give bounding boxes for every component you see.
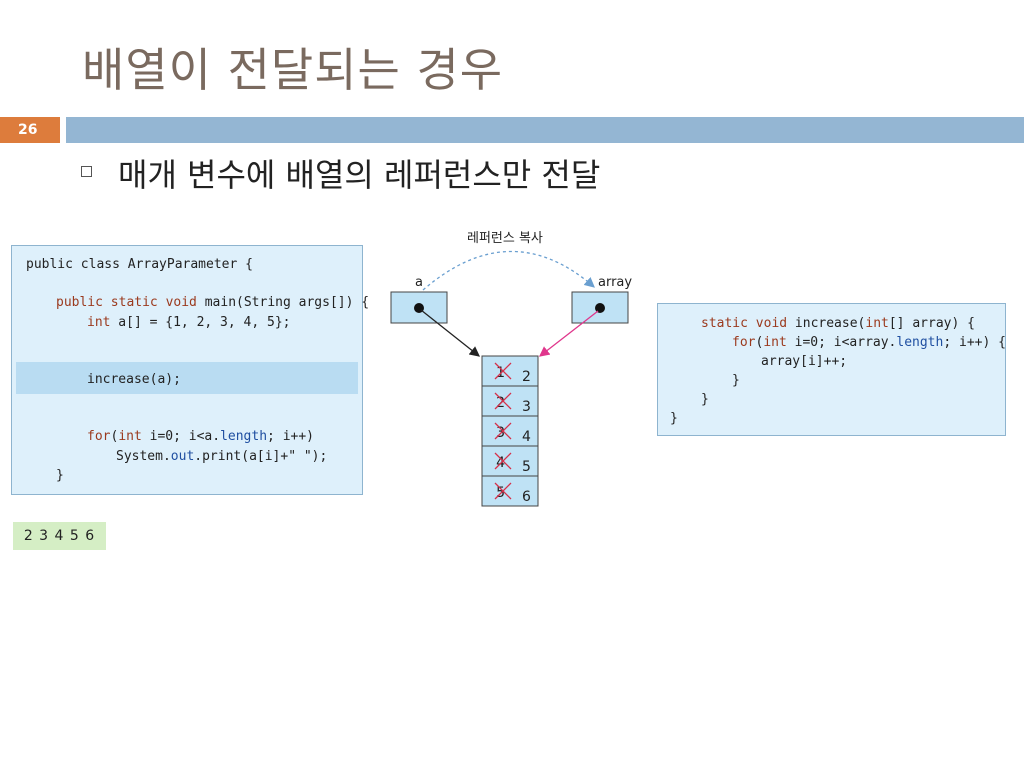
pointer-arrow-a — [420, 309, 481, 357]
code-line-for-loop: for(int i=0; i<a.length; i++) — [87, 429, 315, 444]
cell-new-value: 5 — [522, 459, 531, 475]
bullet-square-icon — [81, 166, 92, 177]
ref-dot-array — [595, 303, 605, 313]
cell-new-value: 4 — [522, 429, 531, 445]
cross-mark-icon — [494, 482, 512, 500]
code-line-main-signature: public static void main(String args[]) { — [56, 295, 370, 310]
code-line-print: System.out.print(a[i]+" "); — [116, 449, 328, 464]
cross-mark-icon — [494, 452, 512, 470]
code-line-close-method: } — [701, 392, 709, 407]
slide-number: 26 — [0, 117, 60, 143]
array-cell — [481, 355, 539, 387]
highlighted-call-line — [16, 362, 358, 394]
reference-copy-arrow — [422, 250, 595, 291]
code-line-close-brace: } — [56, 468, 64, 483]
copy-caption: 레퍼런스 복사 — [467, 231, 543, 246]
code-line-increment: array[i]++; — [761, 354, 848, 369]
array-cell — [481, 475, 539, 507]
ref-box-array — [571, 291, 629, 324]
code-line-increase-signature: static void increase(int[] array) { — [701, 316, 975, 331]
code-line-close-for: } — [732, 373, 740, 388]
cross-mark-icon — [494, 392, 512, 410]
main-code-block: public class ArrayParameter { public sta… — [11, 245, 369, 495]
array-cell — [481, 445, 539, 477]
cell-new-value: 3 — [522, 399, 531, 415]
ref-label-array: array — [598, 275, 632, 290]
code-line-close-class: } — [670, 411, 678, 426]
bullet-text: 매개 변수에 배열의 레퍼런스만 전달 — [118, 156, 601, 194]
array-cells: 1 2 2 3 3 4 4 5 5 6 — [481, 355, 539, 507]
code-line-increase-for: for(int i=0; i<array.length; i++) { — [732, 335, 1006, 350]
code-line-class: public class ArrayParameter { — [26, 257, 253, 272]
cross-mark-icon — [494, 362, 512, 380]
code-line-increase-call: increase(a); — [87, 372, 181, 387]
array-cell — [481, 415, 539, 447]
pointer-arrow-array — [538, 310, 599, 357]
code-line-array-init: int a[] = {1, 2, 3, 4, 5}; — [87, 315, 291, 330]
reference-diagram: 레퍼런스 복사 a array 1 2 2 3 3 4 4 5 5 6 — [390, 231, 632, 507]
header-bar — [66, 117, 1024, 143]
ref-label-a: a — [415, 275, 423, 290]
cell-new-value: 6 — [522, 489, 531, 505]
slide-title: 배열이 전달되는 경우 — [82, 43, 504, 97]
cell-new-value: 2 — [522, 369, 531, 385]
cross-mark-icon — [494, 422, 512, 440]
increase-code-block: static void increase(int[] array) { for(… — [657, 303, 1006, 436]
program-output: 2 3 4 5 6 — [13, 522, 106, 550]
